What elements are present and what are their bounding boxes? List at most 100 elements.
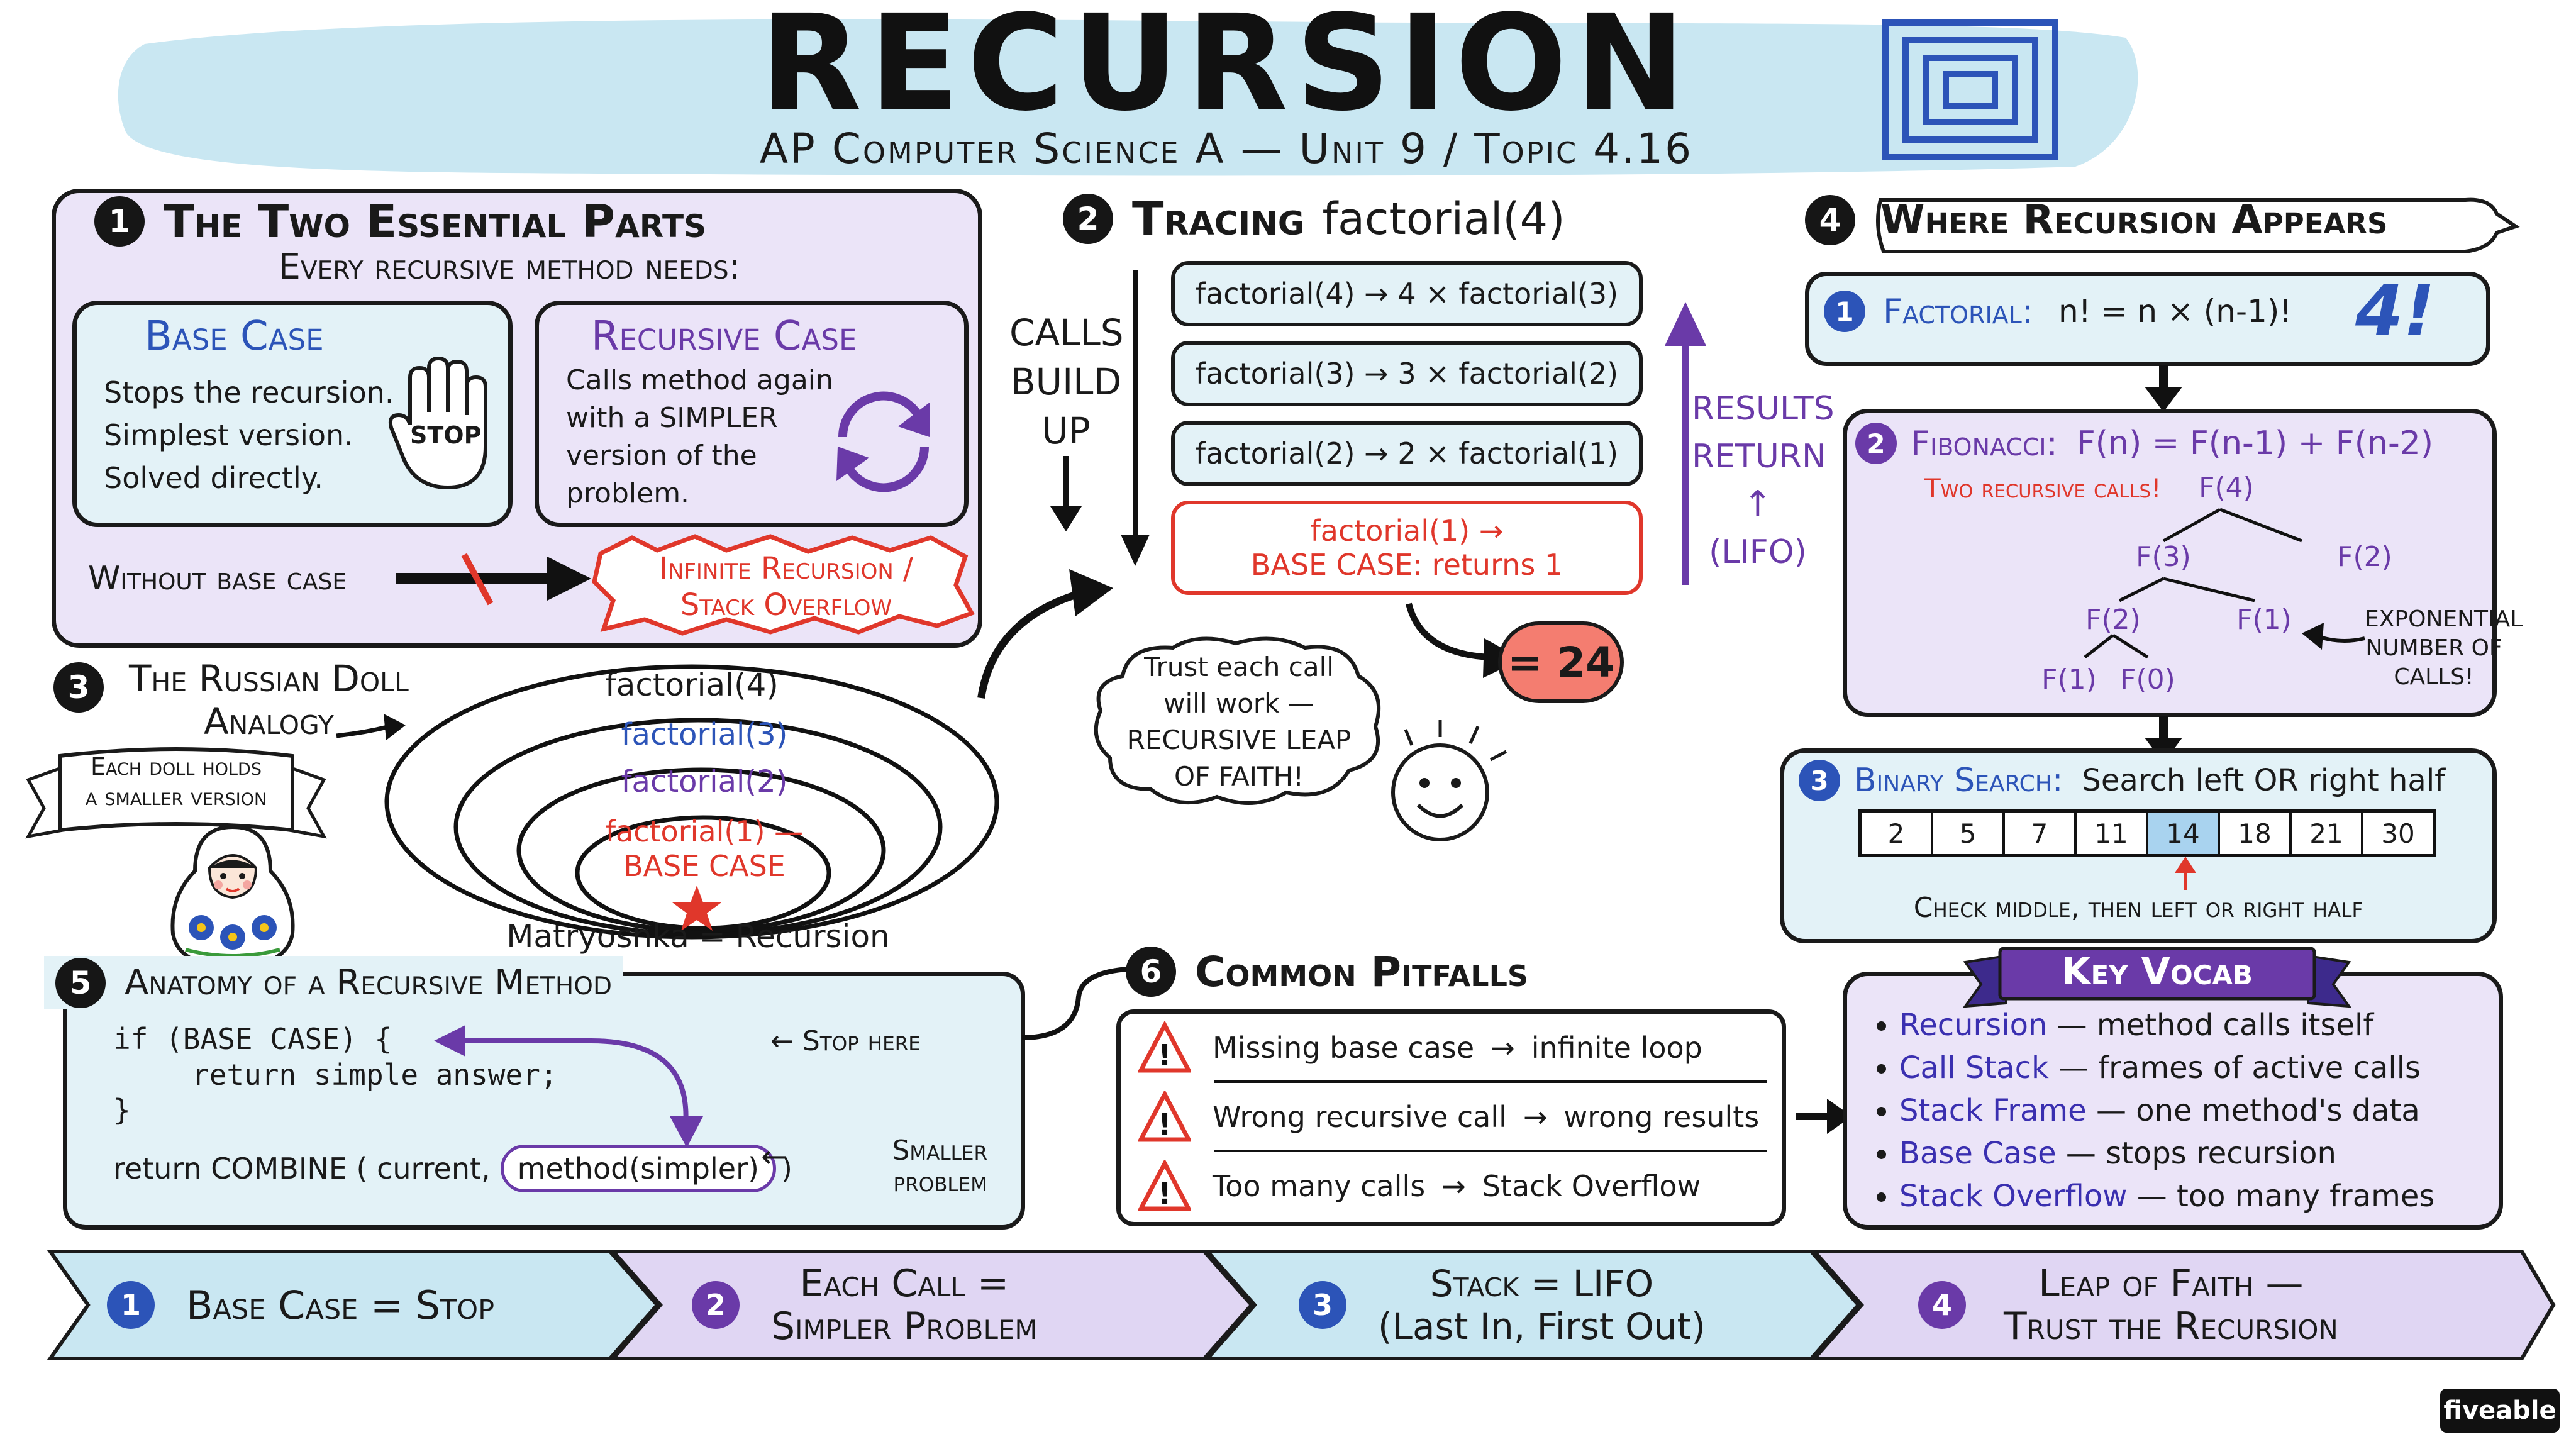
vocab-item: Stack Overflow — too many frames (1899, 1177, 2434, 1215)
base-case-line1: Stops the recursion. (104, 375, 394, 409)
summary-3-number: 3 (1299, 1281, 1346, 1329)
summary-item-3: 3 Stack = LIFO (Last In, First Out) (1299, 1252, 1802, 1358)
array-cell: 5 (1933, 813, 2005, 854)
nested-dolls-diagram (384, 664, 999, 940)
matryoshka-caption: Matryoshka = Recursion (506, 918, 890, 955)
array-cell: 7 (2005, 813, 2077, 854)
section6-number: 6 (1126, 947, 1176, 997)
factorial-label: Factorial: (1883, 291, 2034, 331)
section4-number: 4 (1805, 195, 1855, 245)
binary-array: 2 5 7 11 14 18 21 30 (1858, 809, 2436, 857)
exponential-note: EXPONENTIAL NUMBER OF CALLS! (2365, 605, 2523, 692)
summary-1-line1: Base Case = Stop (186, 1282, 495, 1328)
array-cell: 11 (2077, 813, 2148, 854)
svg-text:!: ! (1158, 1177, 1172, 1211)
code-line3: } (113, 1093, 131, 1127)
thought-text: Trust each call will work — RECURSIVE LE… (1113, 649, 1365, 795)
vocab-def: — frames of active calls (2058, 1050, 2421, 1085)
fiveable-logo: fiveable (2440, 1389, 2560, 1433)
pitfall-2-effect: wrong results (1563, 1100, 1760, 1134)
section1-header: 1 The Two Essential Parts (94, 195, 706, 248)
pitfall-2-cause: Wrong recursive call (1213, 1100, 1507, 1134)
recursive-case-line2: with a SIMPLER (566, 402, 778, 434)
binary-label: Binary Search: (1854, 762, 2063, 799)
fib-node-f4: F(4) (2199, 472, 2254, 504)
fib-node-f1-left: F(1) (2041, 663, 2097, 696)
factorial-row: 1 Factorial: n! = n × (n-1)! (1824, 291, 2292, 332)
summary-3-line1: Stack = LIFO (1430, 1262, 1654, 1305)
summary-item-2: 2 Each Call = Simpler Problem (692, 1252, 1195, 1358)
section2-heading-code: factorial(4) (1322, 193, 1565, 245)
doll-ring-5: BASE CASE (623, 849, 786, 883)
fibonacci-card (1843, 409, 2497, 717)
middle-pointer-arrow (2175, 857, 2196, 890)
fib-node-f3: F(3) (2136, 541, 2191, 573)
thought-line4: OF FAITH! (1174, 761, 1304, 792)
ribbon-text: Each doll holds a smaller version (60, 752, 292, 812)
code-line1: if (BASE CASE) { (113, 1022, 392, 1056)
array-cell: 30 (2381, 818, 2415, 849)
calls-label-1: CALLS (1009, 311, 1124, 354)
base-case-title: Base Case (145, 313, 324, 360)
section4-header: 4 Where Recursion Appears (1805, 195, 2387, 245)
doll-ring-3: factorial(2) (621, 764, 788, 799)
section4-banner (1876, 197, 2520, 253)
vocab-term: Stack Frame (1899, 1093, 2087, 1128)
calls-label-2: BUILD (1010, 360, 1122, 403)
stack-frame-2: factorial(3) → 3 × factorial(2) (1171, 341, 1643, 406)
page-subtitle: AP Computer Science A — Unit 9 / Topic 4… (759, 125, 1694, 173)
section6-panel (1116, 1009, 1786, 1226)
code-line4-suffix: ) (780, 1152, 792, 1185)
stop-hand-label: STOP (410, 421, 482, 449)
svg-text:!: ! (1158, 1038, 1172, 1072)
vocab-term: Call Stack (1899, 1050, 2049, 1085)
factorial-card (1805, 272, 2490, 366)
binary-desc: Search left OR right half (2082, 763, 2446, 798)
exponential-line2: NUMBER OF (2365, 635, 2502, 661)
recursive-case-line4: problem. (566, 477, 690, 509)
smaller-line2: problem (893, 1166, 987, 1198)
vocab-def: — too many frames (2136, 1179, 2435, 1214)
summary-4-line2: Trust the Recursion (2004, 1304, 2338, 1348)
warning-triangle-icon: ! (1138, 1160, 1191, 1211)
ribbon-line2: a smaller version (85, 783, 267, 811)
nested-squares-icon (1882, 19, 2058, 160)
thought-line2: will work — (1163, 688, 1314, 719)
section5-connector (1021, 966, 1145, 1040)
stack-frame-3: factorial(2) → 2 × factorial(1) (1171, 421, 1643, 486)
warning-line1: Infinite Recursion / (658, 551, 914, 586)
results-label-2: RETURN (1692, 438, 1826, 475)
array-cell-middle: 14 (2148, 813, 2220, 854)
section1-heading: The Two Essential Parts (164, 195, 707, 248)
pitfall-row-3: ! Too many calls → Stack Overflow (1138, 1152, 1767, 1220)
base-case-line2: Simplest version. (104, 418, 353, 452)
pitfalls-to-vocab-arrow (1796, 1099, 1852, 1134)
results-label-1: RESULTS (1692, 390, 1835, 428)
section1-number: 1 (94, 196, 145, 247)
exponential-line3: CALLS! (2394, 664, 2474, 690)
vocab-item: Stack Frame — one method's data (1899, 1092, 2434, 1130)
vocab-term: Stack Overflow (1899, 1179, 2128, 1214)
array-cell: 21 (2292, 813, 2363, 854)
results-up-arrow (1665, 302, 1706, 585)
pitfall-3-cause: Too many calls (1213, 1169, 1426, 1203)
fib-node-f0: F(0) (2120, 663, 2175, 696)
fibonacci-formula: F(n) = F(n-1) + F(n-2) (2076, 425, 2434, 462)
binary-search-row: 3 Binary Search: Search left OR right ha… (1799, 760, 2445, 801)
summary-2-line1: Each Call = (799, 1262, 1009, 1306)
recursive-case-line3: version of the (566, 440, 757, 472)
stack-grow-arrow (1121, 270, 1150, 566)
section3-number: 3 (53, 662, 104, 713)
base-frame-line2: BASE CASE: returns 1 (1250, 548, 1563, 582)
thought-line3: RECURSIVE LEAP (1126, 724, 1352, 755)
exponential-arrow (2302, 623, 2365, 650)
fib-node-f2-left: F(2) (2085, 604, 2141, 636)
code-line4: return COMBINE ( current, method(simpler… (113, 1145, 792, 1192)
result-badge: = 24 (1498, 621, 1624, 703)
section3-heading-line2: Analogy (204, 700, 334, 743)
pitfall-row-1: ! Missing base case → infinite loop (1138, 1014, 1767, 1082)
vocab-def: — stops recursion (2065, 1136, 2336, 1171)
recursive-case-line1: Calls method again (566, 364, 833, 396)
analogy-arrow (336, 714, 406, 740)
summary-2-number: 2 (692, 1281, 740, 1329)
